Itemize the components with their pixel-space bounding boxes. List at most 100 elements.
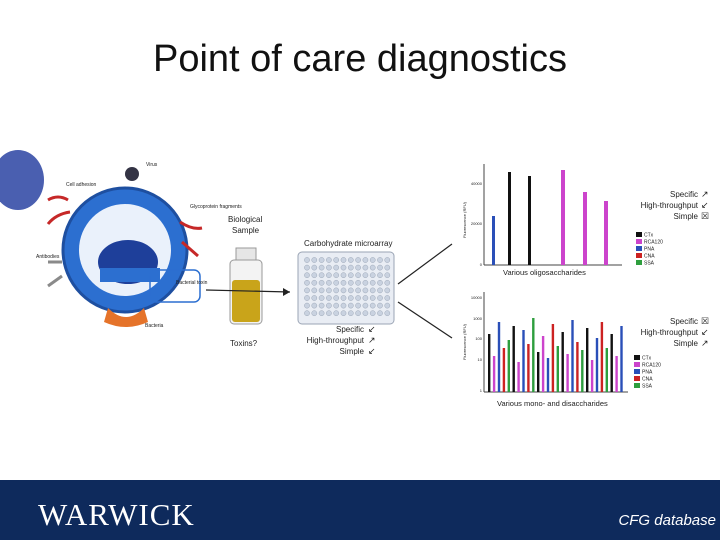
microarray-label: Carbohydrate microarray [304,239,392,248]
microarray-well [326,295,332,301]
cell-illustration: Virus Cell adhesion Glycoprotein fragmen… [0,150,242,329]
microarray-well [362,302,369,309]
microarray-well [311,279,318,286]
top-bar-6 [604,201,608,265]
virus-particle [125,167,139,181]
bottom-bar [527,344,530,392]
microarray-well [362,272,369,278]
top-legend-swatch-5 [636,260,642,265]
bottom-mark-2: ↙ [701,327,709,337]
microarray-well [377,264,383,271]
microarray-well [369,310,376,316]
microarray-well [333,295,340,301]
top-chart-tick-2: 20000 [471,221,483,226]
microarray-well [377,279,383,286]
microarray-well [369,272,376,278]
top-criterion-3: Simple [674,212,699,221]
microarray-well [326,272,332,278]
arrow-to-bottom-chart [397,301,453,339]
top-bar-1 [492,216,495,265]
slide-title: Point of care diagnostics [152,38,567,80]
microarray-criterion-1: Specific [336,325,364,334]
microarray-well [384,264,391,271]
microarray-well [326,287,332,294]
bottom-legend-label-2: RCA120 [642,363,661,369]
microarray-well [304,257,310,263]
top-mark-1: ↗ [701,189,709,199]
microarray-well [326,257,332,263]
bottom-bar [546,358,550,392]
bottom-chart-tick-3: 100 [475,336,482,341]
bottom-bar [541,336,545,392]
microarray-well [304,279,310,286]
microarray-well [311,264,318,271]
microarray-well [377,302,383,309]
top-bar-2 [508,172,511,265]
microarray-well [340,295,347,301]
microarray-well [355,279,361,286]
microarray-mark-3: ↙ [368,346,376,356]
bottom-chart-tick-5: 1 [480,388,483,393]
microarray-well [355,287,361,294]
bottom-bar [605,348,608,392]
microarray-well [355,272,361,278]
toxins-label: Toxins? [230,339,258,348]
microarray-well [304,310,310,316]
microarray-well [355,302,361,309]
microarray-well [347,279,354,286]
bottom-criterion-3: Simple [674,339,699,348]
microarray-well [384,257,391,263]
top-legend-swatch-3 [636,246,642,251]
microarray-well [355,264,361,271]
microarray-well [347,257,354,263]
bottom-bar [586,328,589,392]
microarray-well [384,302,391,309]
top-chart-legend: CTx RCA120 PNA CNA SSA [636,232,663,267]
microarray-criterion-3: Simple [340,347,365,356]
top-chart-ylabel: Fluorescence (RFU) [462,201,467,238]
microarray-well [333,272,340,278]
microarray-well [369,257,376,263]
bacteria-shape [104,308,148,327]
partial-cell-left [0,150,44,210]
microarray-mark-2: ↗ [368,335,376,345]
top-bar-5 [583,192,587,265]
microarray-well [362,295,369,301]
label-bacterial-toxin: Bacterial toxin [176,280,208,286]
top-criterion-2: High-throughput [641,201,699,210]
microarray-well [362,287,369,294]
microarray-well [362,279,369,286]
microarray-wells [304,257,391,316]
microarray-well [326,302,332,309]
bottom-chart-bars [488,318,623,392]
bottom-legend-swatch-5 [634,383,640,388]
arrow-to-top-chart [397,243,453,285]
bottom-mark-1: ☒ [701,316,709,326]
microarray-well [318,279,325,286]
bottom-legend-swatch-4 [634,376,640,381]
top-legend-swatch-4 [636,253,642,258]
cell-adhesion-protein [46,195,71,225]
microarray-well [384,310,391,316]
microarray-well [318,302,325,309]
microarray-well [384,279,391,286]
vial-liquid [232,280,260,322]
label-glycoprotein: Glycoprotein fragments [190,204,242,210]
microarray-well [355,310,361,316]
bottom-chart-ylabel: Fluorescence (RFU) [462,323,467,360]
microarray-well [333,302,340,309]
bottom-legend-label-1: CTx [642,356,652,362]
footer-credit: CFG database [618,512,716,529]
top-legend-swatch-2 [636,239,642,244]
bottom-bar [492,356,496,392]
antibody-shape [47,260,63,288]
label-bacteria: Bacteria [145,323,164,329]
microarray-well [340,272,347,278]
footer-bar [0,480,720,540]
top-legend-label-3: PNA [644,247,655,253]
microarray-well [318,257,325,263]
top-legend-label-2: RCA120 [644,240,663,246]
microarray-well [347,310,354,316]
microarray-well [362,264,369,271]
microarray-well [384,295,391,301]
